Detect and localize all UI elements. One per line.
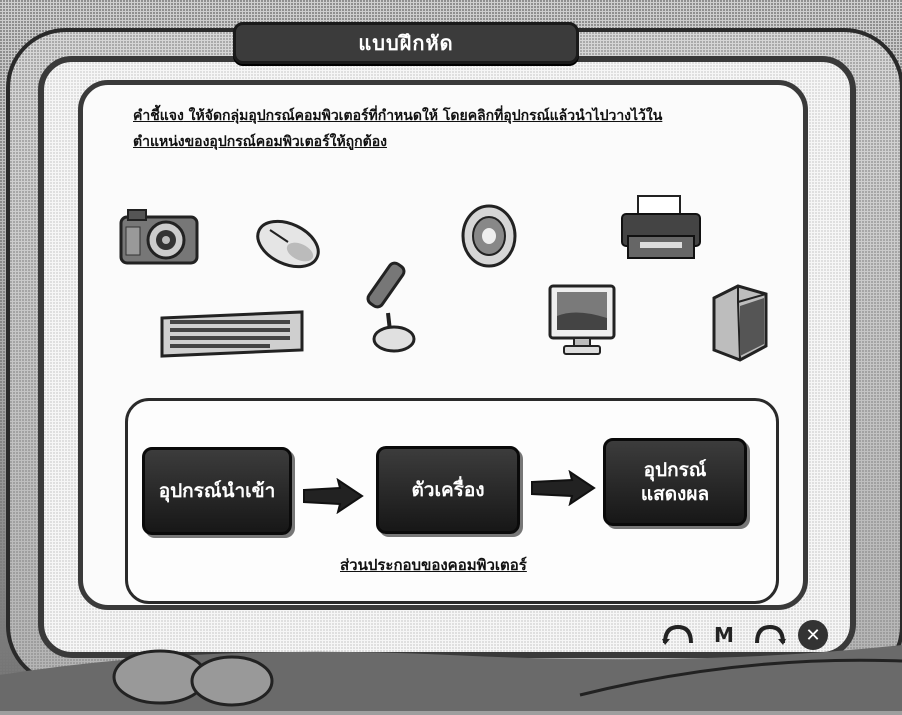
output-device-box[interactable]: อุปกรณ์ แสดงผล [603, 438, 747, 526]
speaker-icon[interactable] [457, 198, 521, 270]
system-unit-icon[interactable] [708, 282, 770, 362]
system-unit-label: ตัวเครื่อง [411, 478, 484, 502]
arrow-right-icon [530, 470, 596, 510]
output-device-label-1: อุปกรณ์ [644, 458, 707, 482]
input-device-label: อุปกรณ์นำเข้า [159, 479, 276, 503]
instructions-line-2: ตำแหน่งของอุปกรณ์คอมพิวเตอร์ให้ถูกต้อง [133, 129, 783, 155]
microphone-icon[interactable] [360, 255, 430, 355]
instructions-label: คำชี้แจง [133, 108, 184, 124]
monitor-icon[interactable] [546, 282, 618, 360]
output-device-label-2: แสดงผล [641, 482, 709, 506]
desk-decoration [0, 615, 902, 711]
input-device-box[interactable]: อุปกรณ์นำเข้า [142, 447, 292, 535]
page-title: แบบฝึกหัด [358, 27, 453, 59]
printer-icon[interactable] [618, 192, 704, 262]
arrow-right-icon [302, 478, 364, 518]
title-bar: แบบฝึกหัด [233, 22, 579, 64]
camera-icon[interactable] [118, 205, 200, 267]
keyboard-icon[interactable] [158, 306, 306, 360]
diagram-caption: ส่วนประกอบของคอมพิวเตอร์ [340, 553, 527, 577]
instructions-line-1: คำชี้แจง ให้จัดกลุ่มอุปกรณ์คอมพิวเตอร์ที… [133, 103, 783, 129]
instructions: คำชี้แจง ให้จัดกลุ่มอุปกรณ์คอมพิวเตอร์ที… [133, 103, 783, 155]
instructions-text-1: ให้จัดกลุ่มอุปกรณ์คอมพิวเตอร์ที่กำหนดให้… [184, 108, 663, 124]
mouse-icon[interactable] [248, 212, 330, 272]
system-unit-box[interactable]: ตัวเครื่อง [376, 446, 520, 534]
